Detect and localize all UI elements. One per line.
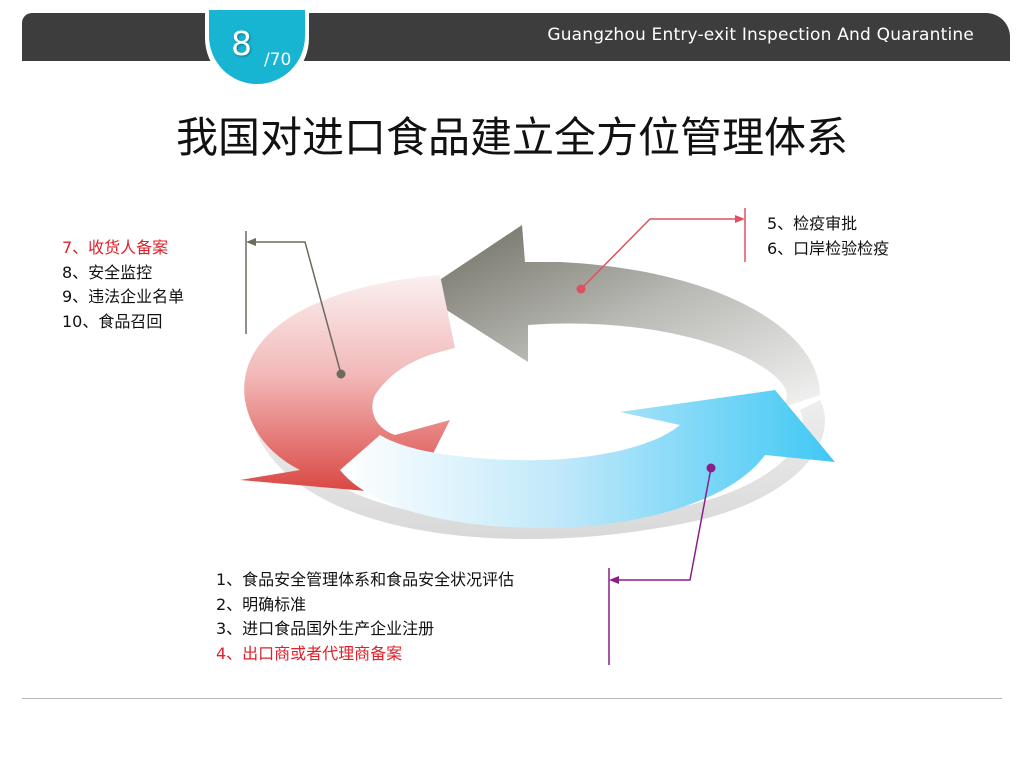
list-item: 8、安全监控 (62, 262, 153, 282)
list-item: 7、收货人备案 (62, 238, 169, 257)
text-block-top-left: 7、收货人备案 8、安全监控 9、违法企业名单 10、食品召回 (62, 236, 184, 334)
list-item: 6、口岸检验检疫 (767, 238, 890, 258)
footer-divider (22, 698, 1002, 699)
blue-arrow (340, 390, 835, 528)
text-block-top-right: 5、检疫审批 6、口岸检验检疫 (767, 212, 889, 261)
callout-connector-bottom (613, 467, 712, 581)
header-title: Guangzhou Entry-exit Inspection And Quar… (547, 25, 974, 45)
callout-connector-left (250, 241, 342, 375)
text-block-bottom: 1、食品安全管理体系和食品安全状况评估 2、明确标准 3、进口食品国外生产企业注… (216, 568, 514, 666)
list-item: 5、检疫审批 (767, 214, 858, 233)
callout-arrowhead-right (735, 215, 745, 223)
slide-title: 我国对进口食品建立全方位管理体系 (175, 113, 848, 162)
callout-dot-right (576, 284, 586, 294)
callout-dot-bottom (706, 463, 716, 473)
callout-arrowhead-bottom (609, 576, 619, 584)
list-item: 9、违法企业名单 (62, 287, 185, 306)
page-current: 8 (231, 24, 252, 63)
page-indicator (209, 10, 305, 84)
list-item: 10、食品召回 (62, 311, 163, 331)
gray-arrow (420, 225, 820, 410)
list-item: 3、进口食品国外生产企业注册 (216, 619, 435, 638)
page-total: /70 (264, 50, 292, 70)
list-item: 4、出口商或者代理商备案 (216, 643, 403, 663)
list-item: 1、食品安全管理体系和食品安全状况评估 (216, 570, 515, 589)
header-bar: Guangzhou Entry-exit Inspection And Quar… (22, 13, 1010, 61)
list-item: 2、明确标准 (216, 594, 307, 614)
red-arrow (240, 275, 455, 495)
callout-dot-left (336, 369, 346, 379)
callout-connector-right (580, 218, 741, 290)
callout-arrowhead-left (246, 238, 256, 246)
